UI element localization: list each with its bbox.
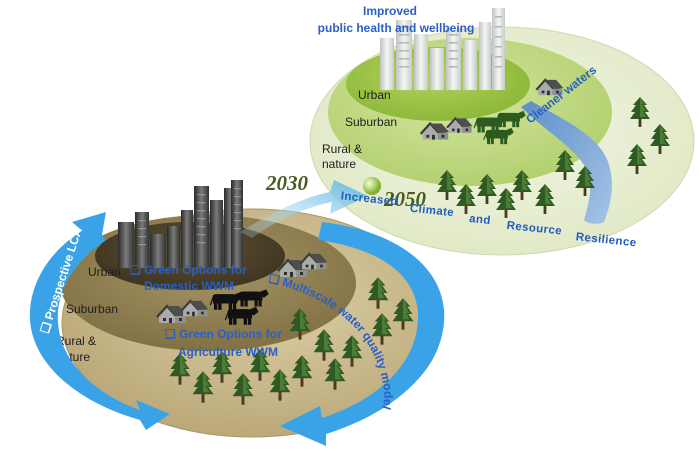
present-disc: Urban Suburban Rural & nature ❑ Green Op… [56,180,443,438]
resilience-word-climate: Climate [409,203,454,220]
left-arrow-head [72,212,106,246]
agriculture-option-line2: Agriculture WWM [178,345,278,359]
benefit-label-line1: Improved [363,4,417,18]
timeline-transition: 2030 2050 [240,171,427,238]
left-cycle-arrow [29,225,170,430]
future-disc: Urban Suburban Rural & nature Cleaner wa… [309,4,695,256]
year-2050-label: 2050 [383,187,427,211]
future-suburban-label: Suburban [345,115,397,129]
year-2030-label: 2030 [265,171,309,195]
present-suburban-label: Suburban [66,302,118,316]
river [521,101,612,224]
present-rural-label-line1: Rural & [56,334,96,348]
transition-node-icon [363,177,381,195]
domestic-option-line1: ❑ Green Options for [130,263,247,277]
future-city [380,8,505,90]
future-urban-label: Urban [358,88,391,102]
present-urban-label: Urban [88,265,121,279]
resilience-word-resource: Resource [506,220,563,238]
transition-arrow [240,180,368,238]
domestic-option-line2: Domestic WWM [144,279,234,293]
present-city [118,180,243,268]
right-cycle-arrow [280,222,445,446]
resilience-word-increased: Increased [340,190,398,208]
agriculture-option-line1: ❑ Green Options for [165,327,282,341]
benefit-label-line2: public health and wellbeing [318,21,475,35]
resilience-word-resilience: Resilience [575,231,637,249]
future-rural-label-line2: nature [322,157,356,171]
resilience-word-and: and [469,213,492,227]
future-rural-label-line1: Rural & [322,142,362,156]
